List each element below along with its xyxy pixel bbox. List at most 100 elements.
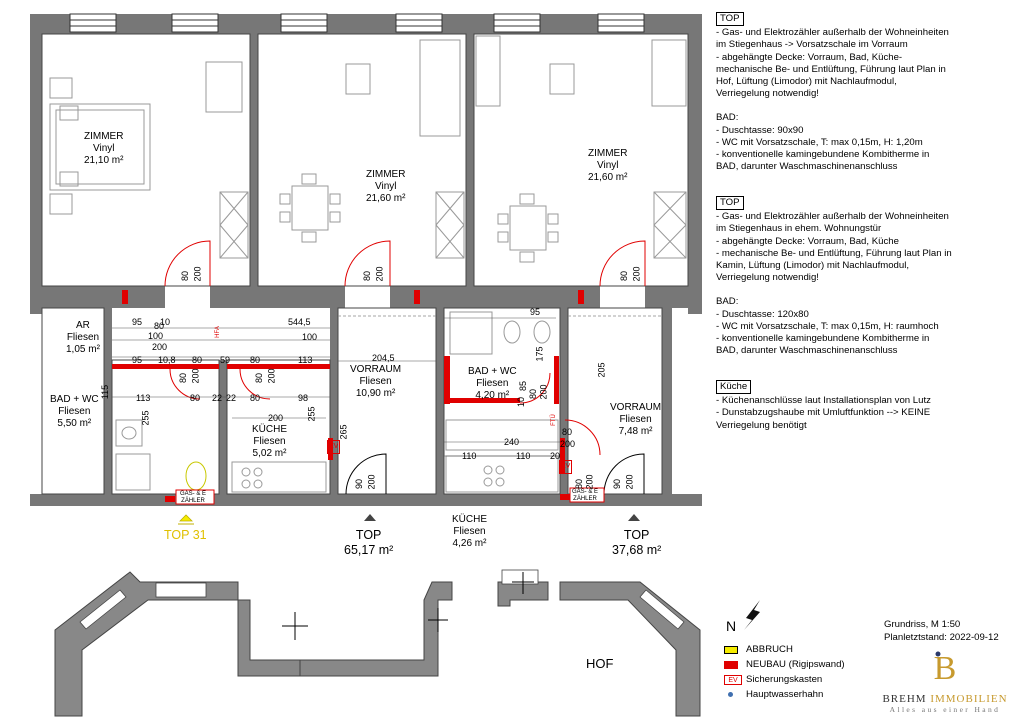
dim-label: 113	[136, 393, 151, 403]
dim-label: 80	[250, 355, 261, 365]
dim-label: 80	[178, 372, 189, 384]
notes-heading: TOP	[716, 196, 744, 211]
dim-label: 90	[612, 478, 623, 490]
dim-label: 100	[302, 332, 318, 342]
plan-meta: Grundriss, M 1:50 Planletztstand: 2022-0…	[884, 619, 999, 643]
notes-heading: Küche	[716, 380, 752, 395]
dim-label: 22	[226, 393, 237, 403]
brand-mark-icon: B	[934, 650, 957, 687]
notes-block-2: TOP - Gas- und Elektrozähler außerhalb d…	[716, 196, 952, 357]
lower-doors	[345, 453, 645, 495]
legend-abbruch: ABBRUCH	[724, 642, 845, 657]
top-windows	[69, 13, 645, 33]
ev-marker: EV	[559, 460, 573, 474]
dim-label: 175	[534, 346, 545, 362]
dim-label: 200	[366, 474, 377, 490]
dim-label: 10	[160, 317, 171, 327]
dim-label: 200	[190, 368, 201, 384]
dim-label: 200	[584, 474, 595, 490]
dim-label: 200	[560, 439, 576, 449]
dim-label: 80	[254, 372, 265, 384]
ev-marker: EV	[327, 440, 341, 454]
dim-label: 95	[132, 317, 143, 327]
dim-label: 265	[338, 424, 349, 440]
wardrobes	[205, 35, 687, 259]
dim-label: 200	[624, 474, 635, 490]
courtyard-windows	[79, 569, 685, 630]
dim-label: 110	[516, 451, 531, 461]
dimension-lines	[112, 317, 560, 457]
dim-label: 22	[212, 393, 223, 403]
dim-label: 205	[596, 362, 607, 378]
hof-label: HOF	[586, 656, 614, 671]
dim-label: 80	[154, 321, 165, 331]
dim-label: 80	[362, 270, 373, 282]
dim-label: 80	[190, 393, 201, 403]
dim-label: 200	[192, 266, 203, 282]
dim-label: 80	[192, 355, 203, 365]
legend-neubau: NEUBAU (Rigipswand)	[724, 657, 845, 672]
tables	[279, 63, 575, 263]
dim-label: 240	[504, 437, 520, 447]
dim-label: 90	[354, 478, 365, 490]
dim-label: 200	[538, 384, 549, 400]
north-label: N	[726, 618, 737, 634]
zimmer3-area	[473, 33, 689, 287]
dim-label: 20	[550, 451, 561, 461]
dim-label: 200	[266, 368, 277, 384]
gas-meter-boxes	[165, 487, 605, 505]
dim-label: 200	[152, 342, 168, 352]
courtyard-crosses	[282, 572, 534, 640]
dim-label: 110	[462, 451, 477, 461]
dim-label: 80	[562, 427, 573, 437]
bedroom-doors	[164, 240, 646, 287]
dim-label: 544,5	[288, 317, 311, 327]
brand-name: BREHM IMMOBILIEN	[882, 693, 1008, 705]
courtyard-walls	[54, 571, 701, 717]
dim-label: 255	[306, 406, 317, 422]
left-wall	[30, 14, 42, 314]
brand-logo: B BREHM IMMOBILIEN Alles aus einer Hand	[870, 646, 1020, 714]
entrance-markers	[178, 514, 640, 525]
zimmer1-area	[41, 33, 251, 287]
dim-label: 10,8	[158, 355, 176, 365]
notes-heading: TOP	[716, 12, 744, 27]
dim-label: 115	[100, 384, 111, 400]
notes-block-3: Küche - Küchenanschlüsse laut Installati…	[716, 380, 931, 431]
notes-block-1: TOP - Gas- und Elektrozähler außerhalb d…	[716, 12, 949, 173]
new-walls	[112, 356, 565, 474]
red-posts	[122, 290, 584, 304]
dim-label: 80	[180, 270, 191, 282]
dim-label: 200	[268, 413, 284, 423]
dim-label: 200	[631, 266, 642, 282]
bed	[49, 77, 151, 215]
bath-fixtures	[115, 311, 551, 491]
svg-text:B: B	[934, 650, 957, 686]
dim-label: 80	[619, 270, 630, 282]
ftu-label: FTÜ	[550, 414, 557, 426]
legend-wasser: Hauptwasserhahn	[724, 687, 845, 702]
north-arrow	[744, 600, 760, 630]
right-wall	[688, 14, 702, 314]
dim-label: 95	[132, 355, 143, 365]
dim-label: 10	[516, 396, 527, 408]
dim-label: 59	[220, 355, 231, 365]
dim-label: 80	[250, 393, 261, 403]
brand-tagline: Alles aus einer Hand	[889, 705, 1001, 714]
dim-label: 95	[530, 307, 541, 317]
